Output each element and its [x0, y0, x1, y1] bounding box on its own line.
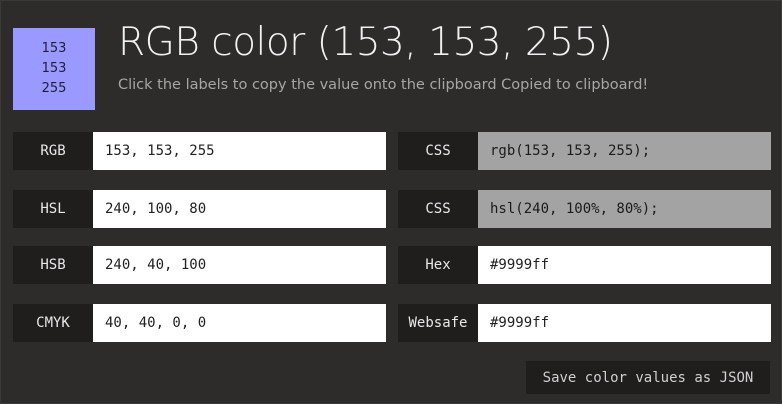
css-hsl-value-field[interactable]: hsl(240, 100%, 80%);: [478, 190, 771, 228]
cmyk-label[interactable]: CMYK: [13, 304, 93, 342]
cmyk-row: CMYK 40, 40, 0, 0: [13, 304, 386, 342]
websafe-row: Websafe #9999ff: [398, 304, 771, 342]
websafe-label[interactable]: Websafe: [398, 304, 478, 342]
save-json-button[interactable]: Save color values as JSON: [526, 361, 770, 394]
rgb-label[interactable]: RGB: [13, 132, 93, 170]
hsl-value-field[interactable]: 240, 100, 80: [93, 190, 386, 228]
css-rgb-row: CSS rgb(153, 153, 255);: [398, 132, 771, 170]
swatch-red-value: 153: [41, 41, 67, 56]
css-rgb-value-field[interactable]: rgb(153, 153, 255);: [478, 132, 771, 170]
rgb-value-field[interactable]: 153, 153, 255: [93, 132, 386, 170]
page-subtitle: Click the labels to copy the value onto …: [118, 77, 649, 93]
hex-row: Hex #9999ff: [398, 246, 771, 284]
css-hsl-label[interactable]: CSS: [398, 190, 478, 228]
page-title: RGB color (153, 153, 255): [118, 20, 613, 65]
rgb-row: RGB 153, 153, 255: [13, 132, 386, 170]
color-swatch: 153 153 255: [13, 28, 95, 110]
websafe-value-field[interactable]: #9999ff: [478, 304, 771, 342]
swatch-green-value: 153: [41, 61, 67, 76]
css-hsl-row: CSS hsl(240, 100%, 80%);: [398, 190, 771, 228]
cmyk-value-field[interactable]: 40, 40, 0, 0: [93, 304, 386, 342]
hsb-label[interactable]: HSB: [13, 246, 93, 284]
hex-value-field[interactable]: #9999ff: [478, 246, 771, 284]
swatch-blue-value: 255: [41, 81, 67, 96]
hsb-row: HSB 240, 40, 100: [13, 246, 386, 284]
hsl-label[interactable]: HSL: [13, 190, 93, 228]
hex-label[interactable]: Hex: [398, 246, 478, 284]
css-rgb-label[interactable]: CSS: [398, 132, 478, 170]
hsl-row: HSL 240, 100, 80: [13, 190, 386, 228]
hsb-value-field[interactable]: 240, 40, 100: [93, 246, 386, 284]
